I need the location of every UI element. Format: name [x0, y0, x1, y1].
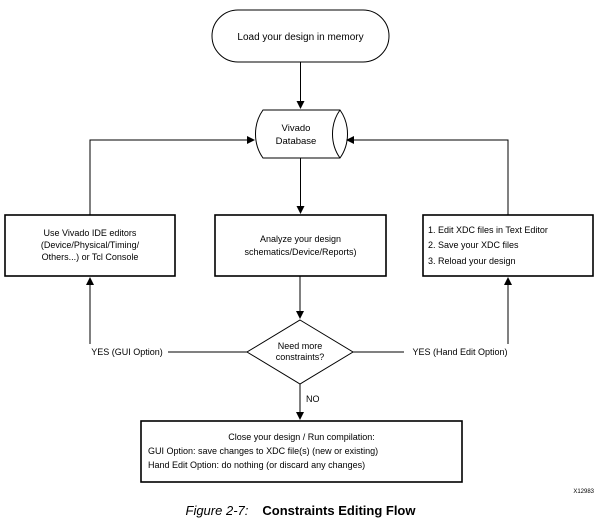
database-node: Vivado Database: [255, 109, 348, 159]
decision-line-2: constraints?: [276, 352, 325, 362]
start-node: Load your design in memory: [211, 9, 390, 63]
figure-caption: Figure 2-7: Constraints Editing Flow: [0, 503, 601, 518]
left-box-line-2: (Device/Physical/Timing/: [41, 240, 140, 250]
middle-process-box: Analyze your design schematics/Device/Re…: [214, 214, 387, 277]
right-box-line-1: 1. Edit XDC files in Text Editor: [428, 225, 548, 235]
left-process-box: Use Vivado IDE editors (Device/Physical/…: [4, 214, 176, 277]
edge-label-yes-hand: YES (Hand Edit Option): [412, 347, 507, 357]
figure-id: X12983: [573, 489, 594, 495]
right-box-line-3: 3. Reload your design: [428, 256, 516, 266]
decision-node: Need more constraints?: [246, 319, 354, 385]
edge-label-no: NO: [306, 394, 320, 404]
right-box-line-2: 2. Save your XDC files: [428, 240, 519, 250]
left-box-line-3: Others...) or Tcl Console: [42, 252, 139, 262]
database-label-line-1: Vivado: [282, 123, 311, 134]
right-process-box: 1. Edit XDC files in Text Editor 2. Save…: [422, 214, 594, 277]
edge-label-yes-gui: YES (GUI Option): [91, 347, 163, 357]
left-box-line-1: Use Vivado IDE editors: [44, 228, 137, 238]
middle-box-line-2: schematics/Device/Reports): [244, 247, 356, 257]
arrow-left-to-database: [89, 136, 255, 215]
database-label-line-2: Database: [276, 136, 317, 147]
arrow-decision-yes-gui: [86, 277, 247, 353]
figure-title: Constraints Editing Flow: [262, 503, 416, 518]
end-process-box: Close your design / Run compilation: GUI…: [140, 420, 463, 483]
end-box-line-3: Hand Edit Option: do nothing (or discard…: [148, 460, 365, 470]
start-node-label: Load your design in memory: [237, 32, 363, 43]
arrow-right-to-database: [346, 136, 509, 215]
arrow-decision-yes-hand: [353, 277, 512, 353]
end-box-line-1: Close your design / Run compilation:: [228, 432, 375, 442]
middle-box-line-1: Analyze your design: [260, 234, 341, 244]
figure-number: Figure 2-7:: [185, 503, 249, 518]
end-box-line-2: GUI Option: save changes to XDC file(s) …: [148, 446, 378, 456]
decision-line-1: Need more: [278, 341, 323, 351]
